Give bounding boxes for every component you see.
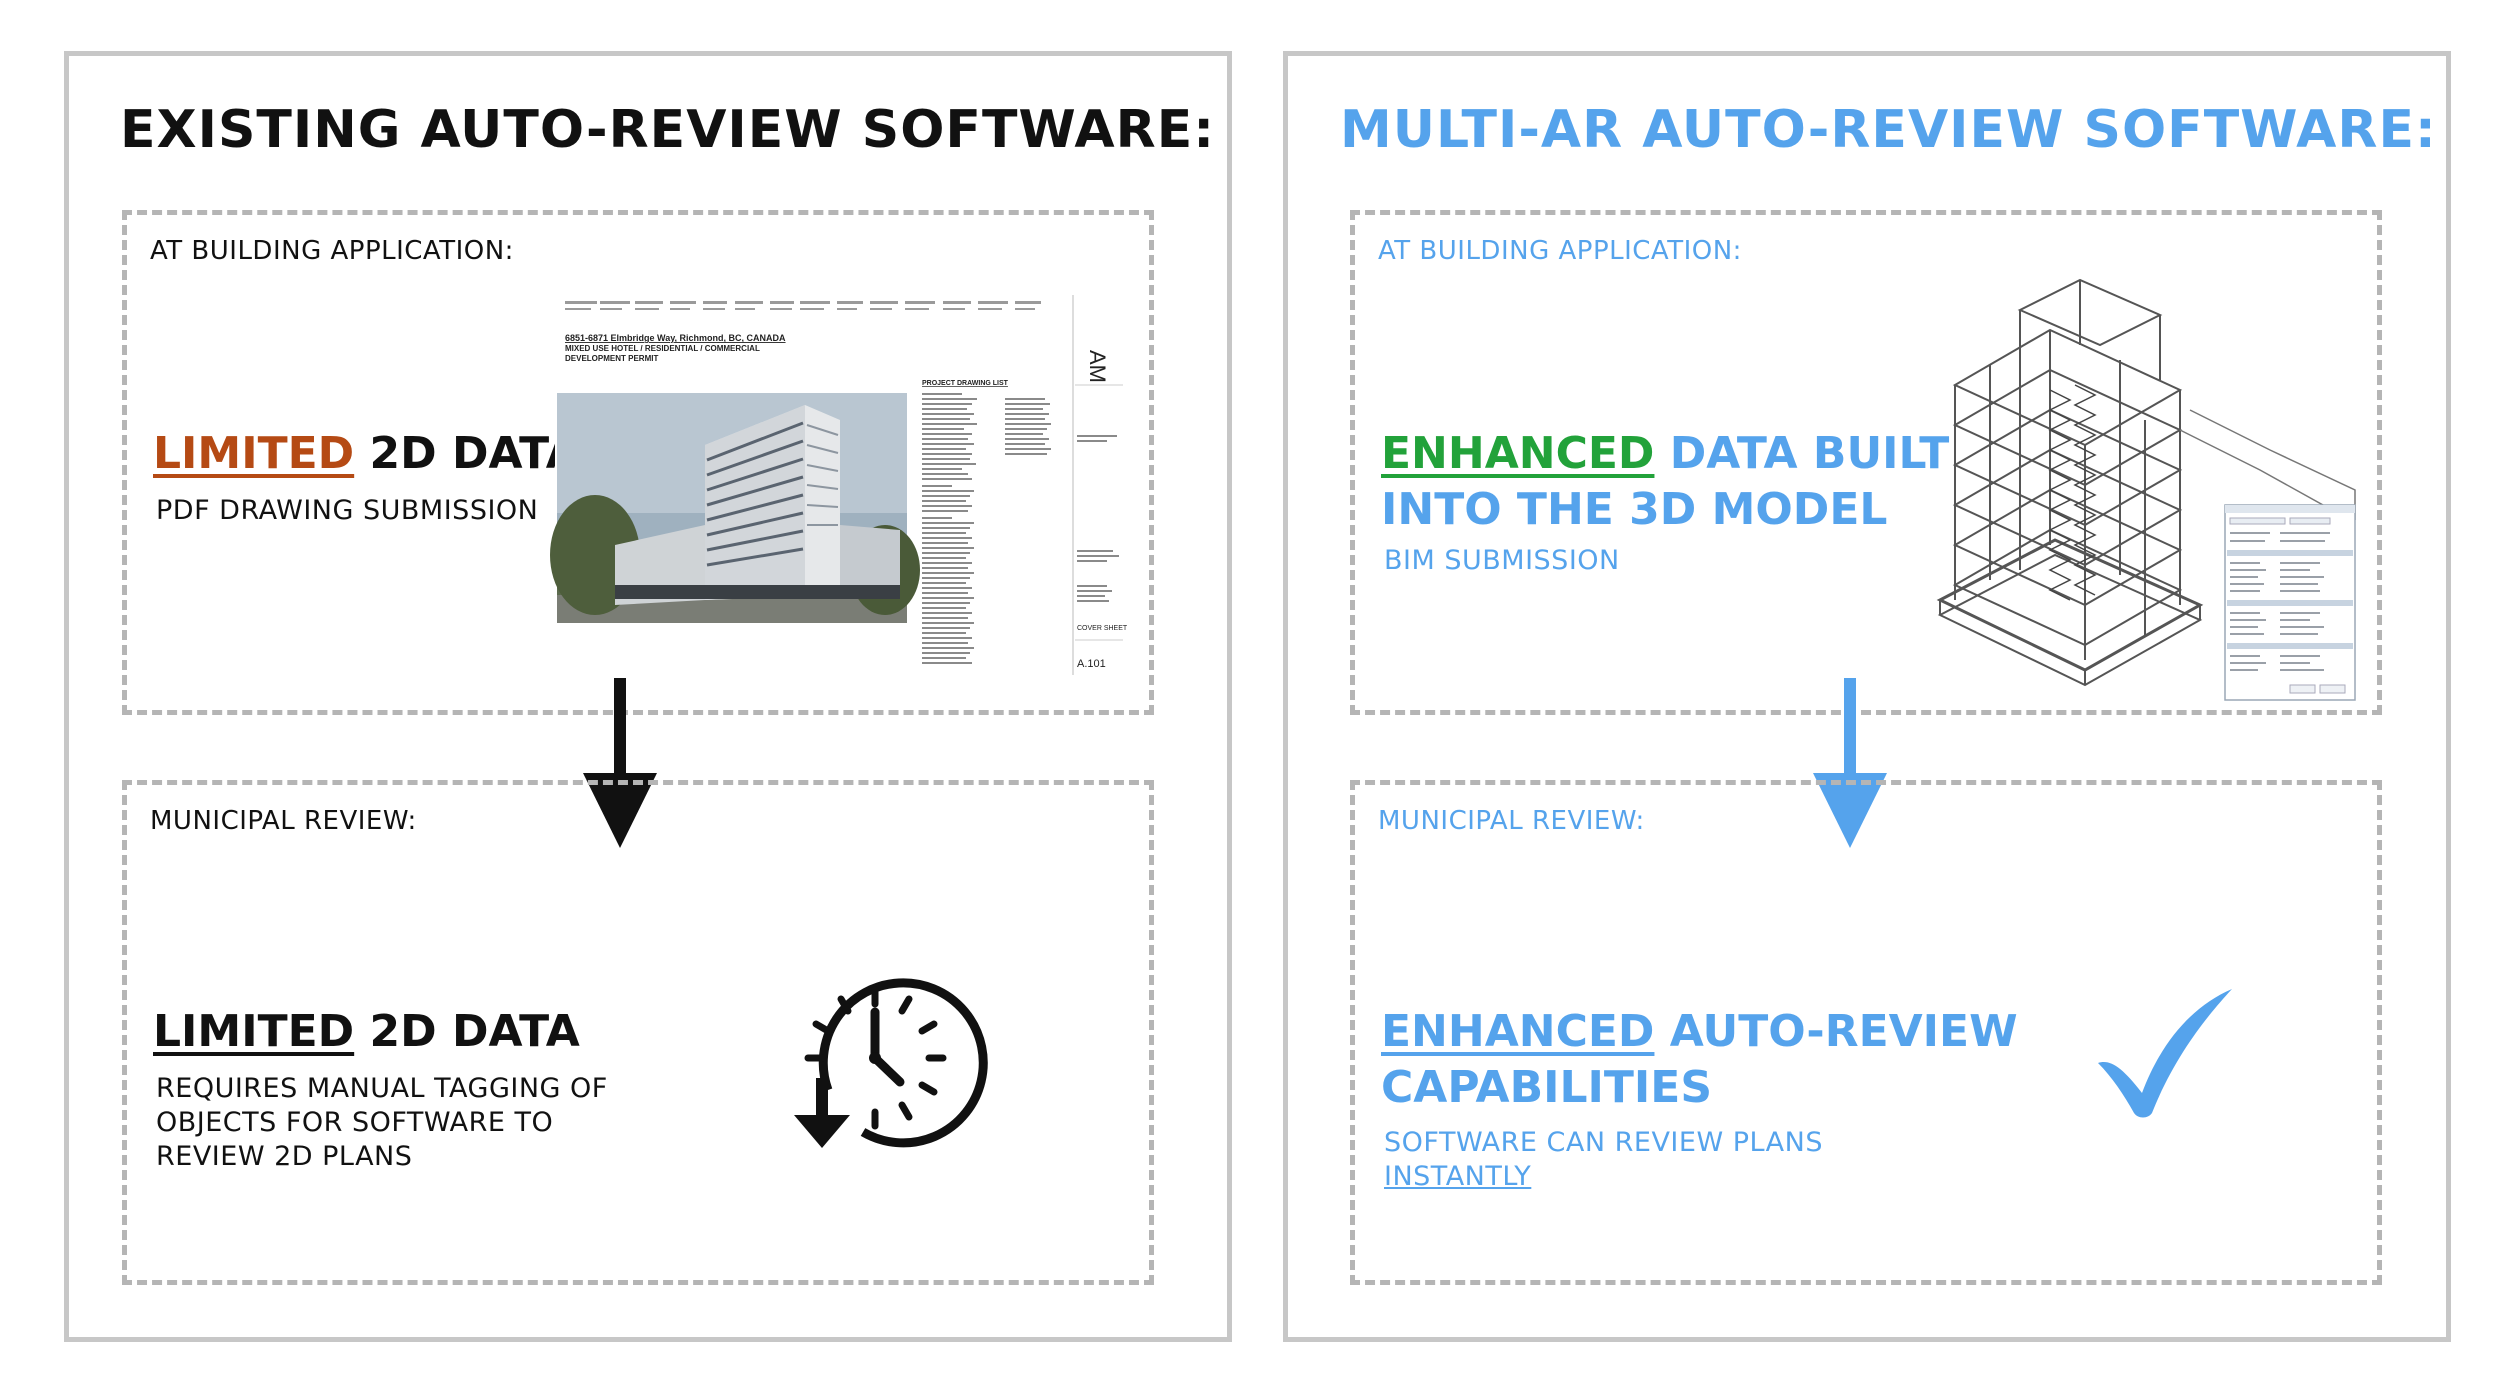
sheet-address-line3: DEVELOPMENT PERMIT <box>565 354 658 363</box>
sheet-logo: AM <box>1085 350 1110 383</box>
left-review-label: MUNICIPAL REVIEW: <box>150 806 417 836</box>
right-application-heading-rest: DATA BUILT <box>1654 428 1949 479</box>
left-application-heading-rest: 2D DATA <box>354 428 580 479</box>
right-application-heading-line1: ENHANCED DATA BUILT <box>1381 426 1949 482</box>
sheet-address-line1: 6851-6871 Elmbridge Way, Richmond, BC, C… <box>565 333 786 343</box>
right-review-heading-line2: CAPABILITIES <box>1381 1060 1712 1116</box>
left-application-heading: LIMITED 2D DATA <box>153 426 580 482</box>
left-review-heading: LIMITED 2D DATA <box>153 1004 580 1060</box>
right-review-heading-keyword: ENHANCED <box>1381 1006 1654 1057</box>
right-review-subtitle-line2: INSTANTLY <box>1384 1160 1531 1194</box>
right-review-subtitle-line1: SOFTWARE CAN REVIEW PLANS <box>1384 1126 1823 1160</box>
clock-icon <box>788 970 963 1145</box>
right-review-heading-line1: ENHANCED AUTO-REVIEW <box>1381 1004 2018 1060</box>
right-application-subtitle: BIM SUBMISSION <box>1384 544 1620 578</box>
right-application-heading-keyword: ENHANCED <box>1381 428 1654 479</box>
left-review-subtitle-line1: REQUIRES MANUAL TAGGING OF <box>156 1072 608 1106</box>
left-review-heading-rest: 2D DATA <box>354 1006 580 1057</box>
building-rendering <box>550 393 920 623</box>
right-application-label: AT BUILDING APPLICATION: <box>1378 236 1742 266</box>
sheet-list-title: PROJECT DRAWING LIST <box>922 380 1009 387</box>
bim-properties-panel <box>2225 505 2355 700</box>
left-application-heading-keyword: LIMITED <box>153 428 354 479</box>
left-review-heading-keyword: LIMITED <box>153 1006 354 1057</box>
left-application-label: AT BUILDING APPLICATION: <box>150 236 514 266</box>
left-review-subtitle-line3: REVIEW 2D PLANS <box>156 1140 412 1174</box>
right-title: MULTI-AR AUTO-REVIEW SOFTWARE: <box>1340 100 2437 160</box>
sheet-name: COVER SHEET <box>1077 625 1128 632</box>
left-application-subtitle: PDF DRAWING SUBMISSION <box>156 494 538 528</box>
right-review-label: MUNICIPAL REVIEW: <box>1378 806 1645 836</box>
left-title: EXISTING AUTO-REVIEW SOFTWARE: <box>120 100 1215 160</box>
right-review-heading-rest: AUTO-REVIEW <box>1654 1006 2017 1057</box>
pdf-drawing-sheet: 6851-6871 Elmbridge Way, Richmond, BC, C… <box>555 295 1125 675</box>
left-review-subtitle-line2: OBJECTS FOR SOFTWARE TO <box>156 1106 553 1140</box>
bim-model-illustration <box>1930 270 2360 700</box>
sheet-number: A.101 <box>1077 658 1106 670</box>
sheet-address-line2: MIXED USE HOTEL / RESIDENTIAL / COMMERCI… <box>565 344 760 353</box>
checkmark-icon <box>2090 985 2240 1125</box>
right-application-heading-line2: INTO THE 3D MODEL <box>1381 482 1887 538</box>
